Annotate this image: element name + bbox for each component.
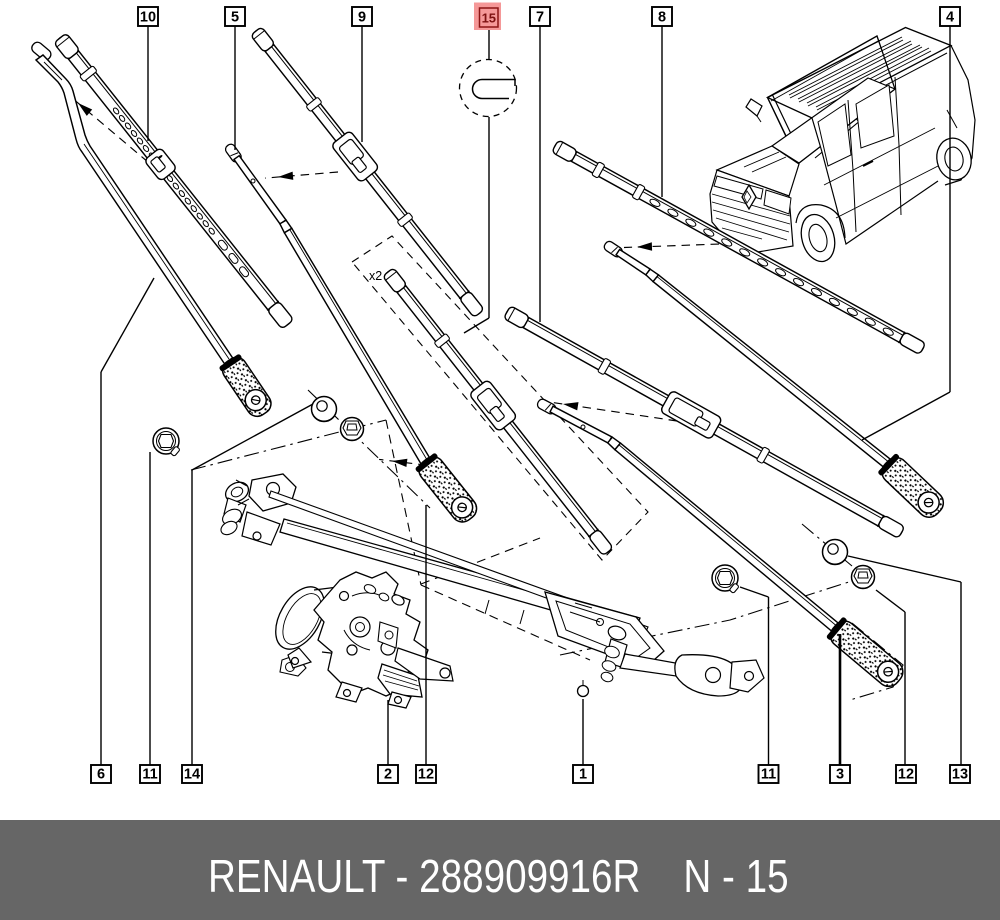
svg-text:7: 7 [536, 10, 544, 26]
svg-text:6: 6 [97, 767, 105, 783]
svg-text:12: 12 [898, 767, 914, 783]
svg-text:5: 5 [231, 10, 239, 26]
svg-text:13: 13 [952, 767, 968, 783]
svg-text:1: 1 [579, 767, 587, 783]
svg-text:14: 14 [184, 767, 200, 783]
svg-text:2: 2 [384, 767, 392, 783]
svg-text:4: 4 [946, 10, 954, 26]
svg-text:9: 9 [358, 10, 366, 26]
svg-text:11: 11 [142, 767, 157, 783]
svg-text:8: 8 [658, 10, 666, 26]
svg-text:15: 15 [482, 11, 496, 26]
svg-text:10: 10 [140, 10, 156, 26]
svg-text:11: 11 [761, 767, 776, 783]
svg-text:x2: x2 [369, 269, 382, 283]
svg-text:3: 3 [836, 767, 844, 783]
svg-text:12: 12 [418, 767, 434, 783]
